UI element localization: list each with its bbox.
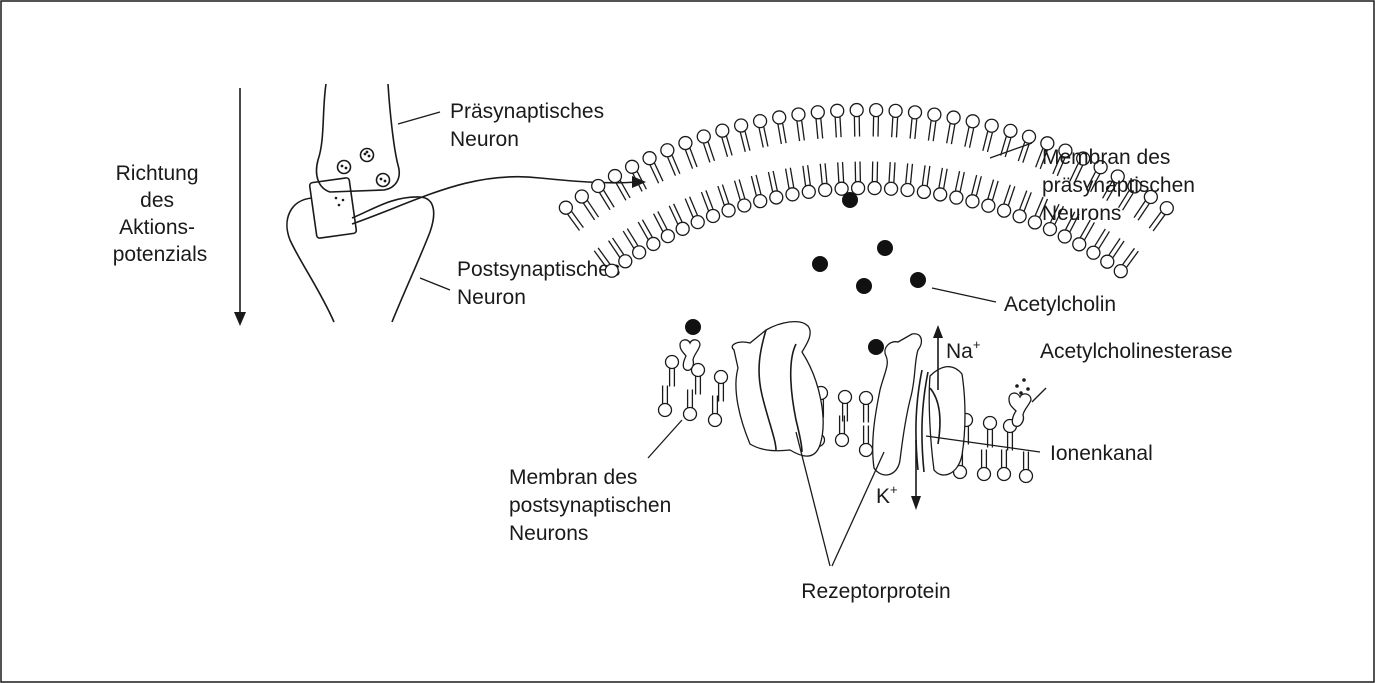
acetylcholine-molecule: [812, 256, 828, 272]
acetylcholine-molecule: [856, 278, 872, 294]
acetylcholine-molecule: [910, 272, 926, 288]
acetylcholinesterase-label: Acetylcholinesterase: [1040, 340, 1233, 363]
acetylcholine-molecule: [868, 339, 884, 355]
acetylcholine-molecule: [842, 192, 858, 208]
acetylcholine-molecule: [877, 240, 893, 256]
receptor-protein-label: Rezeptorprotein: [801, 580, 950, 603]
ion-channel-label: Ionenkanal: [1050, 442, 1153, 465]
acetylcholine-molecule: [685, 319, 701, 335]
acetylcholine-label: Acetylcholin: [1004, 293, 1116, 316]
